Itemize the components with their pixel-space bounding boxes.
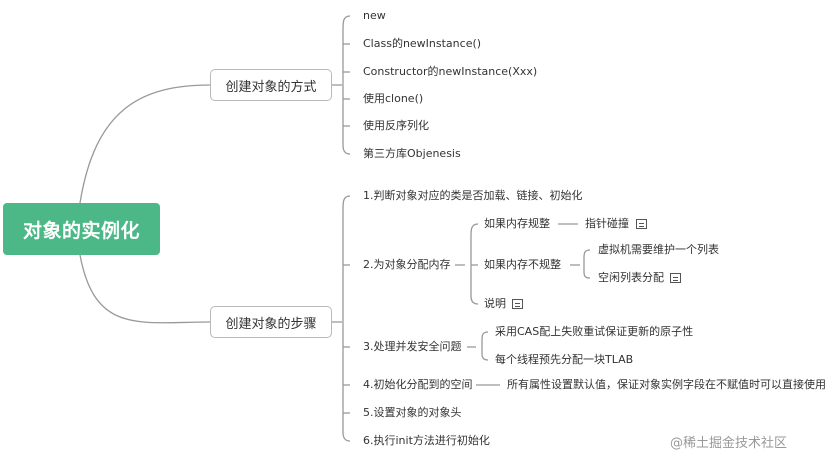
- step-2[interactable]: 2.为对象分配内存: [363, 258, 451, 271]
- tlab[interactable]: 每个线程预先分配一块TLAB: [495, 353, 634, 366]
- way-clone[interactable]: 使用clone(): [363, 92, 424, 105]
- watermark: @稀土掘金技术社区: [670, 436, 788, 451]
- step-1[interactable]: 1.判断对象对应的类是否加载、链接、初始化: [363, 189, 583, 202]
- free-list-allocation[interactable]: 空闲列表分配: [598, 271, 664, 284]
- step-5[interactable]: 5.设置对象的对象头: [363, 406, 462, 419]
- note-icon[interactable]: [512, 299, 523, 309]
- branch-creation-ways[interactable]: 创建对象的方式: [210, 69, 332, 101]
- note-icon[interactable]: [670, 273, 681, 283]
- step-3[interactable]: 3.处理并发安全问题: [363, 340, 462, 353]
- way-constructor-newinstance[interactable]: Constructor的newInstance(Xxx): [363, 65, 538, 78]
- vm-maintain-list[interactable]: 虚拟机需要维护一个列表: [598, 243, 719, 256]
- way-class-newinstance[interactable]: Class的newInstance(): [363, 37, 482, 50]
- way-new[interactable]: new: [363, 9, 386, 22]
- way-deserialization[interactable]: 使用反序列化: [363, 119, 429, 132]
- note-icon[interactable]: [636, 219, 647, 229]
- pointer-bump[interactable]: 指针碰撞: [585, 217, 629, 230]
- branch-creation-steps[interactable]: 创建对象的步骤: [210, 306, 332, 338]
- memory-note[interactable]: 说明: [484, 297, 506, 310]
- way-objenesis[interactable]: 第三方库Objenesis: [363, 147, 461, 160]
- step-6[interactable]: 6.执行init方法进行初始化: [363, 434, 490, 447]
- default-values-detail[interactable]: 所有属性设置默认值，保证对象实例字段在不赋值时可以直接使用: [507, 378, 826, 391]
- memory-irregular[interactable]: 如果内存不规整: [484, 258, 561, 271]
- root-node[interactable]: 对象的实例化: [3, 203, 160, 255]
- step-4[interactable]: 4.初始化分配到的空间: [363, 378, 473, 391]
- cas-retry[interactable]: 采用CAS配上失败重试保证更新的原子性: [495, 325, 694, 338]
- memory-regular[interactable]: 如果内存规整: [484, 217, 550, 230]
